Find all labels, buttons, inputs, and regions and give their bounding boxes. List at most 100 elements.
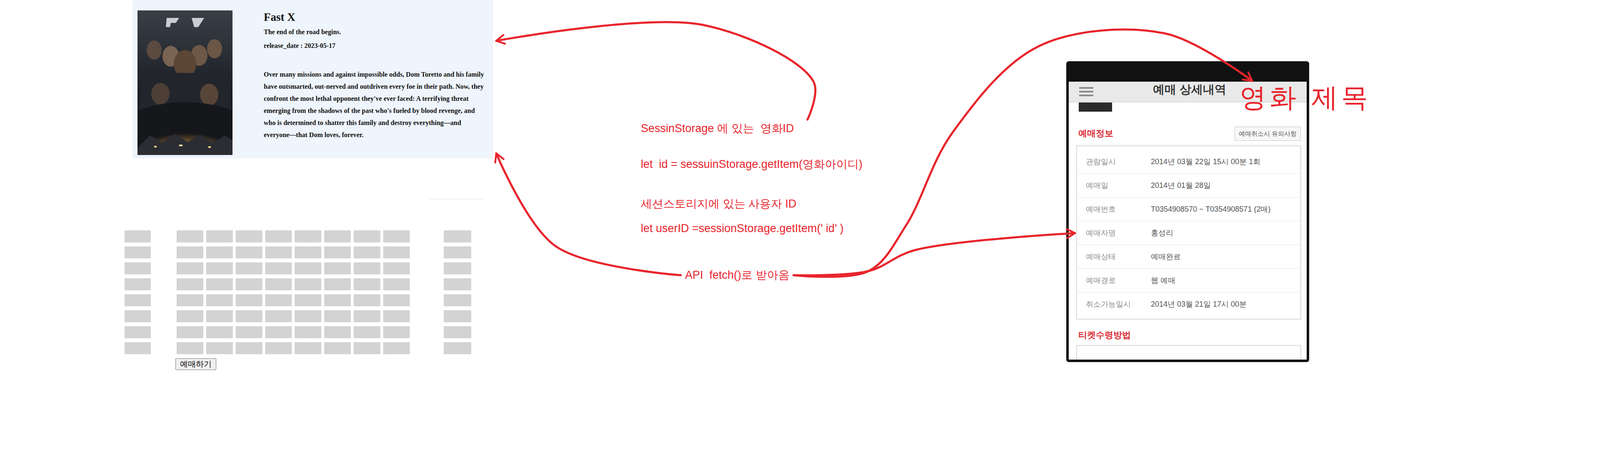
- row-value: 2014년 03월 22일 15시 00분 1회: [1150, 156, 1289, 167]
- poster-face: [200, 83, 219, 106]
- seat: [265, 310, 292, 323]
- seat: [324, 326, 351, 339]
- note-text: SessinStorage 에 있는 영화ID: [640, 122, 863, 135]
- seat: [353, 278, 381, 291]
- seat: [206, 310, 233, 323]
- seat: [443, 326, 472, 339]
- seat: [383, 230, 410, 243]
- seat: [324, 342, 351, 355]
- storage-note: 세션스토리지에 있는 사용자 IDlet userID =sessionStor…: [640, 197, 844, 235]
- poster-light: [154, 145, 157, 148]
- row-value: 홍성리: [1150, 227, 1289, 238]
- section-heading: 예매정보: [1078, 127, 1114, 139]
- row-value: T0354908570 ~ T0354908571 (2매): [1150, 204, 1289, 215]
- menu-icon: [1079, 94, 1094, 97]
- info-row: 예매일2014년 01월 28일: [1076, 173, 1301, 198]
- seat: [176, 326, 204, 339]
- info-row: 예매자명홍성리: [1076, 221, 1301, 245]
- seat: [443, 310, 472, 323]
- seat: [235, 310, 263, 323]
- seat: [235, 342, 263, 355]
- movie-overview: Over many missions and against impossibl…: [263, 68, 487, 141]
- menu-icon: [1079, 90, 1094, 93]
- seat: [265, 262, 292, 275]
- seat: [265, 246, 292, 259]
- poster-ground: [137, 10, 233, 155]
- poster-face: [146, 40, 162, 60]
- info-row: 예매번호T0354908570 ~ T0354908571 (2매): [1076, 197, 1301, 222]
- button-label: 예매취소시 유의사항: [1238, 130, 1297, 138]
- seat: [235, 294, 263, 307]
- seat: [206, 342, 233, 355]
- row-value: 2014년 03월 21일 17시 00분: [1150, 299, 1289, 310]
- seat: [443, 246, 472, 259]
- seat: [353, 294, 381, 307]
- ticket-box: [1076, 345, 1301, 360]
- notice-button: 예매취소시 유의사항: [1234, 126, 1301, 141]
- phone-screen-ground: [1068, 81, 1307, 360]
- seat: [353, 262, 381, 275]
- seat: [235, 230, 263, 243]
- seat: [383, 326, 410, 339]
- seat: [383, 246, 410, 259]
- seat: [265, 278, 292, 291]
- seat: [294, 342, 322, 355]
- seat: [294, 230, 322, 243]
- info-row: 예매상태예매완료: [1076, 245, 1301, 269]
- seat: [353, 246, 381, 259]
- seat: [324, 310, 351, 323]
- seat: [324, 294, 351, 307]
- handwritten-title: 영화 제목: [1239, 82, 1372, 113]
- seat: [324, 246, 351, 259]
- seat: [124, 342, 151, 355]
- seat: [383, 294, 410, 307]
- seat: [294, 310, 322, 323]
- poster-logo: [165, 17, 205, 28]
- seat: [235, 326, 263, 339]
- screen-title: 예매 상세내역: [1152, 82, 1227, 97]
- seat: [206, 278, 233, 291]
- seat: [124, 262, 151, 275]
- seat: [176, 310, 204, 323]
- seat: [206, 230, 233, 243]
- handwritten-text: 영화 제목: [1239, 82, 1372, 113]
- seat: [353, 326, 381, 339]
- seat: [235, 278, 263, 291]
- seat: [294, 278, 322, 291]
- storage-note: SessinStorage 에 있는 영화IDlet id = sessuinS…: [640, 122, 863, 171]
- row-label: 예매경로: [1076, 275, 1151, 286]
- seat: [294, 294, 322, 307]
- row-label: 예매일: [1076, 180, 1151, 191]
- seat: [294, 246, 322, 259]
- poster-light: [179, 144, 183, 147]
- seat: [443, 278, 472, 291]
- poster-glow: [137, 118, 233, 155]
- note-text: API fetch()로 받아옴: [685, 268, 790, 282]
- seat: [206, 246, 233, 259]
- seat: [176, 246, 204, 259]
- seat: [124, 310, 151, 323]
- seat: [383, 278, 410, 291]
- poster-light: [208, 146, 211, 148]
- seat: [235, 262, 263, 275]
- info-row: 예매경로웹 예매: [1076, 268, 1301, 293]
- seat: [176, 294, 204, 307]
- movie-poster: [137, 10, 233, 155]
- seat: [265, 230, 292, 243]
- reserve-button: 예매하기: [175, 358, 217, 370]
- release-date: release_date : 2023-05-17: [263, 41, 487, 50]
- movie-tagline: The end of the road begins.: [263, 27, 487, 36]
- seat: [176, 262, 204, 275]
- movie-title: Fast X: [263, 10, 487, 24]
- seat: [265, 342, 292, 355]
- row-label: 관람일시: [1076, 156, 1151, 167]
- poster-bodies: [137, 102, 233, 155]
- seat: [206, 294, 233, 307]
- seat: [124, 230, 151, 243]
- seat: [176, 230, 204, 243]
- row-value: 2014년 01월 28일: [1150, 180, 1289, 191]
- seat: [176, 278, 204, 291]
- table-frame: [1076, 145, 1301, 320]
- row-value: 예매완료: [1150, 251, 1289, 262]
